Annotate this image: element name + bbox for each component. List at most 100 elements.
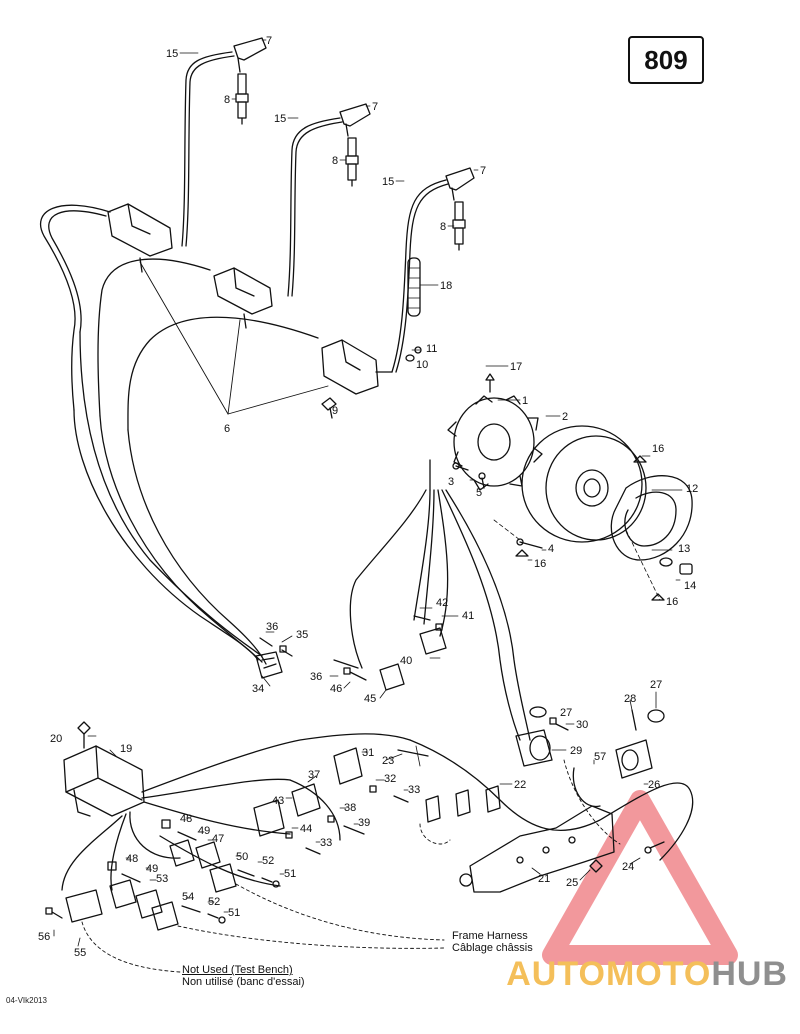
connector-34 [255,651,283,679]
switch-57 [572,767,601,808]
stator-1 [447,395,543,491]
bolt-24 [644,841,665,854]
callout-4: 4 [548,543,554,555]
callout-15-right: 15 [382,176,394,188]
pin-33-upper [393,795,409,803]
callout-36-upper: 36 [266,621,278,633]
callout-17: 17 [510,361,522,373]
callout-39: 39 [358,817,370,829]
washer-10 [405,354,415,362]
callout-43: 43 [272,795,284,807]
connector-51b [207,913,226,924]
nut-16-middle [515,549,529,557]
footer-code: 04-VIk2013 [6,996,47,1005]
callout-34: 34 [252,683,264,695]
callout-33-lower: 33 [320,837,332,849]
bolt-9 [321,397,337,419]
callout-31: 31 [362,747,374,759]
connector-31 [333,747,363,785]
callout-50: 50 [236,851,248,863]
bracket-21 [459,805,615,893]
probe-23 [397,745,429,767]
callout-35: 35 [296,629,308,641]
callout-48-upper: 48 [180,813,192,825]
callout-54: 54 [182,891,194,903]
stator-harness [349,459,531,741]
pin-32 [369,785,377,793]
callout-26: 26 [648,779,660,791]
callout-57: 57 [594,751,606,763]
switch-26 [615,739,653,779]
spark-plug-cap-middle [339,103,371,137]
connector-51a [261,877,280,888]
ignition-coil-1 [107,203,173,273]
callout-52-lower: 52 [208,896,220,908]
leader-lines-6 [139,261,329,415]
spark-plug-middle [345,137,359,187]
callout-18: 18 [440,280,452,292]
pin-36-upper [259,637,273,647]
connector-48a [161,819,171,829]
callout-33-upper: 33 [408,784,420,796]
callout-20: 20 [50,733,62,745]
pin-39 [343,825,365,835]
callout-6: 6 [224,423,230,435]
callout-3: 3 [448,476,454,488]
pin-36-lower [333,659,359,669]
callout-8-left: 8 [224,94,230,106]
callout-51-upper: 51 [284,868,296,880]
screw-20 [77,721,91,749]
connector-55 [65,889,103,923]
pin-30 [549,717,569,731]
callout-5: 5 [476,487,482,499]
connector-48b [107,861,117,871]
callout-14: 14 [684,580,696,592]
callout-1: 1 [522,395,528,407]
callout-37: 37 [308,769,320,781]
pin-38 [327,815,335,823]
flywheel-2 [521,425,647,543]
ignition-coil-3 [321,339,393,395]
frame-harness-label-en: Frame Harness [452,930,528,942]
callout-7-right: 7 [480,165,486,177]
callout-11: 11 [426,343,437,355]
ignition-cable-left [181,51,235,247]
washer-13 [659,557,673,567]
connector-43 [253,799,285,837]
callout-16-middle: 16 [534,558,546,570]
connector-52a [237,869,255,877]
coil-harness-middle [97,258,263,663]
sleeve-18 [407,257,421,317]
ignition-cable-right [391,179,449,373]
callout-49-lower: 49 [146,863,158,875]
callout-24: 24 [622,861,634,873]
callout-labels: 15 7 8 15 7 8 15 7 8 18 11 10 9 6 17 1 2… [38,35,698,959]
callout-45: 45 [364,693,376,705]
callout-12: 12 [686,483,698,495]
callout-7-left: 7 [266,35,272,47]
connector-50 [209,863,237,893]
main-harness [61,733,694,891]
callout-15-left: 15 [166,48,178,60]
callout-21: 21 [538,873,550,885]
callout-44: 44 [300,823,312,835]
callout-23: 23 [382,755,394,767]
callout-36-lower: 36 [310,671,322,683]
callout-27-right: 27 [650,679,662,691]
pin-56 [45,907,63,919]
callout-22: 22 [514,779,526,791]
not-used-note: Not Used (Test Bench) Non utilisé (banc … [182,964,305,988]
spark-plug-cap-left [233,37,267,73]
callout-13: 13 [678,543,690,555]
ignition-coil-2 [213,267,273,329]
callout-leaders [53,39,683,947]
callout-8-right: 8 [440,221,446,233]
spark-plug-right [452,201,466,251]
module-19 [63,745,145,817]
nut-16-upper [633,455,647,463]
callout-40: 40 [400,655,412,667]
callout-10: 10 [416,359,428,371]
callout-42: 42 [436,597,448,609]
callout-2: 2 [562,411,568,423]
